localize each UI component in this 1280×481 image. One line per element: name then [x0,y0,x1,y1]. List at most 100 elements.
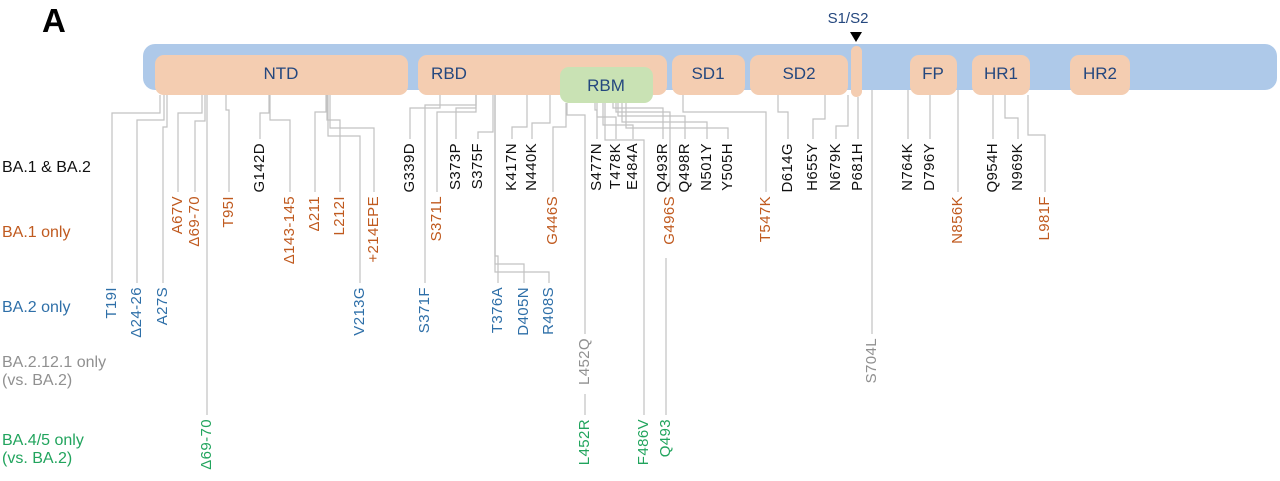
mutation-label-D405N-ba2: D405N [515,287,532,336]
mutation-label-S371F-ba2: S371F [416,287,433,334]
mutation-label-L212I-ba1: L212I [331,196,348,236]
connector-V213G [327,95,361,283]
row-header-ba1: BA.1 only [2,224,70,242]
domain-box-s1s2-junction [851,46,862,97]
mutation-label-L452R-ba45: L452R [576,419,593,466]
connector-D614G [777,95,789,139]
mutation-label-D796Y-shared: D796Y [921,143,938,191]
mutation-label-D614G-shared: D614G [779,143,796,193]
connector-S371F [424,95,477,283]
mutation-label-A67V-ba1: A67V [169,196,186,235]
row-header-line1: BA.4/5 only [2,432,84,449]
mutation-label-L452Q-ba2121: L452Q [576,338,593,386]
mutation-label-H655Y-shared: H655Y [804,143,821,191]
connector-T547K [682,95,767,192]
domain-box-HR2 [1070,55,1130,95]
domain-label-SD1: SD1 [691,64,725,83]
connector-R408S [494,95,550,283]
mutation-label-Q493-ba45: Q493 [657,419,674,458]
mutation-label-Q498R-shared: Q498R [676,143,693,193]
connector-S375F [477,95,494,139]
connector-Δ69-70 [194,95,206,192]
mutation-label-T376A-ba2: T376A [489,287,506,334]
mutation-label-Δ24-26-ba2: Δ24-26 [128,287,145,338]
mutation-label-N856K-ba1: N856K [949,196,966,244]
mutation-label-G339D-shared: G339D [401,143,418,193]
domain-box-SD1 [672,55,745,95]
mutation-label-Δ69-70-ba45: Δ69-70 [198,419,215,470]
mutation-label-T95I-ba1: T95I [220,196,237,228]
connector-S477N [594,103,598,139]
connector-G496S [615,103,671,192]
domain-label-HR1: HR1 [983,64,1019,83]
mutation-label-K417N-shared: K417N [503,143,520,191]
mutation-label-S704L-ba2121: S704L [863,338,880,384]
connector-H655Y [812,95,826,139]
mutation-label-P681H-shared: P681H [849,143,866,191]
mutation-label-N764K-shared: N764K [899,143,916,191]
mutation-label-E484A-shared: E484A [624,143,641,191]
domain-label-SD2: SD2 [782,64,816,83]
connector-G142D [259,95,270,139]
connector-N679K [835,95,849,139]
mutation-label-L981F-ba1: L981F [1036,196,1053,241]
connector-L212I [326,95,341,192]
row-header-line1: BA.2 only [2,299,71,316]
row-header-line2: (vs. BA.2) [2,372,73,389]
connector-A27S [162,95,168,283]
domain-box-SD2 [750,55,848,95]
connector-T95I [225,95,230,192]
connector-Q493R [612,103,664,139]
domain-box-RBM [560,67,653,103]
domain-label-RBM: RBM [587,76,625,95]
row-header-ba2121: BA.2.12.1 only(vs. BA.2) [2,354,106,390]
mutation-label-T19I-ba2: T19I [103,287,120,319]
domain-label-FP: FP [922,64,944,83]
mutation-label-Δ143-145-ba1: Δ143-145 [281,196,298,265]
connector-A67V [177,95,203,192]
domain-box-FP [910,55,957,95]
row-header-ba2: BA.2 only [2,299,70,317]
connector-T19I [111,95,161,283]
mutation-label-N679K-shared: N679K [827,143,844,191]
mutation-label-Q954H-shared: Q954H [984,143,1001,193]
connector-G446S [552,103,567,192]
mutation-label-T478K-shared: T478K [607,143,624,190]
mutation-label-R408S-ba2: R408S [540,287,557,335]
row-header-shared: BA.1 & BA.2 [2,159,91,177]
mutation-label-A27S-ba2: A27S [154,287,171,326]
mutation-label-N969K-shared: N969K [1009,143,1026,191]
mutation-label-S477N-shared: S477N [588,143,605,191]
row-header-line1: BA.1 & BA.2 [2,159,91,176]
connector-Δ24-26 [136,95,165,283]
connector-L452Q [566,103,586,334]
mutation-label-+214EPE-ba1: +214EPE [365,196,382,263]
mutation-label-G496S-ba1: G496S [661,196,678,245]
row-header-line1: BA.1 only [2,224,71,241]
mutation-label-V213G-ba2: V213G [351,287,368,336]
connector-K417N [511,95,528,139]
mutation-label-N440K-shared: N440K [523,143,540,191]
connector-Δ143-145 [269,95,291,192]
mutation-label-G446S-ba1: G446S [544,196,561,245]
panel-letter: A [42,2,66,39]
connector-F486V [604,103,645,415]
domain-label-NTD: NTD [263,64,299,83]
mutation-label-T547K-ba1: T547K [757,196,774,243]
s1s2-arrow-icon [850,32,862,42]
connector-N969K [1004,95,1019,139]
connector-S373P [455,95,477,139]
connector-+214EPE [329,95,375,192]
mutation-label-S371L-ba1: S371L [428,196,445,242]
connector-Δ211 [314,95,327,192]
connector-T478K [596,103,617,139]
mutation-label-Δ69-70-ba1: Δ69-70 [186,196,203,247]
connector-N440K [531,95,551,139]
mutation-label-Δ211-ba1: Δ211 [306,196,323,232]
mutation-label-F486V-ba45: F486V [635,419,652,466]
mutation-label-S375F-shared: S375F [469,143,486,190]
domain-box-NTD [155,55,408,95]
mutation-label-Q493R-shared: Q493R [654,143,671,193]
